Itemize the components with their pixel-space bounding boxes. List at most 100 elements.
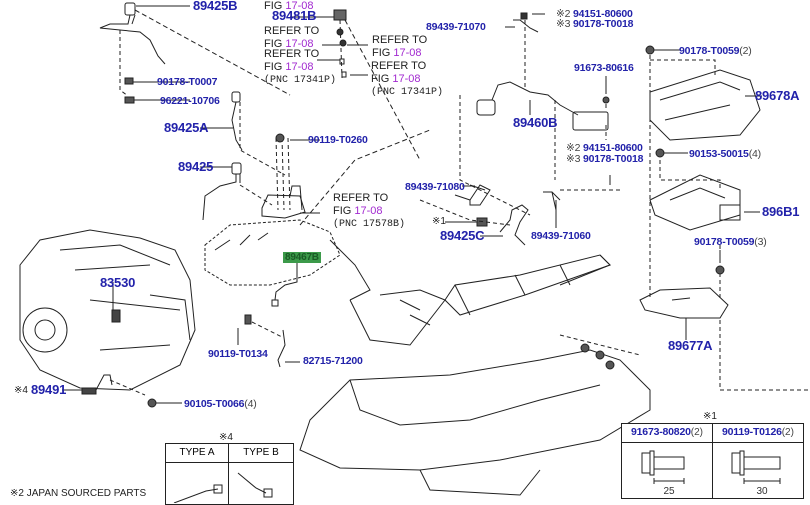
bolt-length-30: 30 xyxy=(756,486,768,497)
part-label-89425[interactable]: 89425 xyxy=(178,159,214,174)
note-mark-3: ※3 xyxy=(566,153,581,165)
part-label-90178-T0007[interactable]: 90178-T0007 xyxy=(157,76,218,88)
part-label-89677A[interactable]: 89677A xyxy=(668,338,713,353)
fig-number: 17-08 xyxy=(393,47,422,59)
part-number: 90178-T0018 xyxy=(572,18,634,30)
refer-to-text: REFER TO xyxy=(371,60,427,72)
exhaust-manifold-drawing xyxy=(204,219,371,301)
part-number: 90178-T0059 xyxy=(694,236,755,248)
type-b-label: TYPE B xyxy=(243,447,279,458)
refer-to-fig-2[interactable]: REFER TO FIG 17-08 (PNC 17341P) xyxy=(264,48,336,87)
bolt-drawings xyxy=(641,450,781,484)
bracket-89677A-drawing xyxy=(639,287,729,319)
type-table-mark: ※4 xyxy=(219,432,233,443)
refer-to-fig-3[interactable]: REFER TO FIG 17-08 xyxy=(372,34,427,60)
fig-number: 17-08 xyxy=(354,205,383,217)
fig-number: 17-08 xyxy=(392,73,421,85)
part-label-89439-71070[interactable]: 89439-71070 xyxy=(426,21,486,33)
note-mark-3: ※3 xyxy=(556,18,571,30)
fig-prefix: FIG xyxy=(264,61,286,73)
part-label-89678A[interactable]: 89678A xyxy=(755,88,800,103)
part-label-90153-50015-4[interactable]: 90153-50015(4) xyxy=(689,148,761,160)
bolt-30-icon xyxy=(731,450,781,484)
bolt-col-1 xyxy=(622,424,713,498)
fig-prefix: FIG xyxy=(372,47,394,59)
part-label-89467B[interactable]: 89467B xyxy=(283,250,321,264)
part-label-96221-10706[interactable]: 96221-10706 xyxy=(160,95,220,107)
part-label-89460B[interactable]: 89460B xyxy=(513,115,558,130)
part-label-896B1[interactable]: 896B1 xyxy=(762,204,800,219)
part-number: 90153-50015 xyxy=(689,148,749,160)
type-a-sensor-icon xyxy=(173,488,219,503)
fig-number: 17-08 xyxy=(285,61,314,73)
fig-number: 17-08 xyxy=(285,38,314,50)
sensor-89425A-drawing xyxy=(231,91,243,151)
bolt-25-icon xyxy=(641,450,685,484)
part-label-90178-T0059-3[interactable]: 90178-T0059(3) xyxy=(694,236,767,248)
part-number: 94151-80600 xyxy=(582,142,643,154)
part-label-90178-T0018-mid[interactable]: ※3 90178-T0018 xyxy=(566,153,643,165)
bolt-col1-part[interactable]: 91673-80820(2) xyxy=(622,424,712,442)
sensor-89425-drawing xyxy=(202,162,242,221)
refer-to-fig-top[interactable]: FIG 17-08 xyxy=(264,0,314,13)
part-number: 90105-T0066 xyxy=(184,398,245,410)
part-label-89481B[interactable]: 89481B xyxy=(272,8,317,23)
bolt-length-25: 25 xyxy=(663,486,675,497)
part-label-90119-T0134[interactable]: 90119-T0134 xyxy=(208,348,268,360)
fig-prefix: FIG xyxy=(333,205,355,217)
type-a-cell xyxy=(166,444,229,504)
note-mark-1: ※1 xyxy=(432,216,446,227)
quantity: (2) xyxy=(739,45,752,57)
fig-prefix: FIG xyxy=(264,38,286,50)
pnc-code: (PNC 17341P) xyxy=(371,87,444,98)
bolt-table: 91673-80820(2) 90119-T0126(2) 25 30 xyxy=(621,423,804,499)
type-b-sensor-icon xyxy=(237,472,267,494)
type-sensor-drawings xyxy=(173,472,273,503)
exhaust-pipe-drawing xyxy=(349,254,611,346)
part-label-91673-80616[interactable]: 91673-80616 xyxy=(574,62,634,74)
part-label-89439-71060[interactable]: 89439-71060 xyxy=(531,230,591,242)
part-number: 91673-80820 xyxy=(631,426,691,438)
part-number: 90178-T0018 xyxy=(582,153,644,165)
refer-to-text: REFER TO xyxy=(372,34,428,46)
quantity: (2) xyxy=(690,427,703,438)
part-label-82715-71200[interactable]: 82715-71200 xyxy=(303,355,363,367)
ecu-896B1-drawing xyxy=(649,174,741,231)
refer-to-text: REFER TO xyxy=(264,25,320,37)
fig-prefix: FIG xyxy=(264,0,286,12)
fig-prefix: FIG xyxy=(371,73,393,85)
part-label-89425B[interactable]: 89425B xyxy=(193,0,238,13)
refer-to-fig-4[interactable]: REFER TO FIG 17-08 (PNC 17341P) xyxy=(371,60,443,99)
part-label-90178-T0018-top[interactable]: ※3 90178-T0018 xyxy=(556,18,633,30)
part-number: 90119-T0126 xyxy=(722,426,782,438)
note-mark-2: ※2 xyxy=(566,142,581,154)
part-number: 94151-80600 xyxy=(572,8,633,20)
sensor-89460B-drawing xyxy=(476,81,609,131)
part-label-89491[interactable]: 89491 xyxy=(31,382,67,397)
refer-to-fig-5[interactable]: REFER TO FIG 17-08 (PNC 17578B) xyxy=(333,192,405,231)
part-label-90178-T0059-2[interactable]: 90178-T0059(2) xyxy=(679,45,752,57)
quantity: (4) xyxy=(748,148,761,160)
fuel-tank-drawing xyxy=(299,343,651,496)
cover-89678A-drawing xyxy=(649,69,761,141)
type-table: TYPE A TYPE B xyxy=(165,443,294,505)
engine-block-drawing xyxy=(19,229,196,391)
note-mark-2: ※2 xyxy=(556,8,571,20)
part-label-90105-T0066-4[interactable]: 90105-T0066(4) xyxy=(184,398,257,410)
refer-to-text: REFER TO xyxy=(264,48,320,60)
fig-number: 17-08 xyxy=(285,0,314,12)
refer-to-fig-1[interactable]: REFER TO FIG 17-08 xyxy=(264,25,319,51)
part-label-89425A[interactable]: 89425A xyxy=(164,120,209,135)
pnc-code: (PNC 17341P) xyxy=(264,75,337,86)
part-label-83530[interactable]: 83530 xyxy=(100,275,136,290)
part-label-89425C[interactable]: 89425C xyxy=(440,228,485,243)
part-number: 90178-T0059 xyxy=(679,45,740,57)
bolt-col2-part[interactable]: 90119-T0126(2) xyxy=(713,424,803,442)
part-label-89439-71080[interactable]: 89439-71080 xyxy=(405,181,465,193)
note-mark-4: ※4 xyxy=(14,385,28,396)
part-label-94151-80600-mid[interactable]: ※2 94151-80600 xyxy=(566,142,643,154)
type-a-label: TYPE A xyxy=(179,447,215,458)
part-label-94151-80600-top[interactable]: ※2 94151-80600 xyxy=(556,8,633,20)
part-label-90119-T0260[interactable]: 90119-T0260 xyxy=(308,134,368,146)
